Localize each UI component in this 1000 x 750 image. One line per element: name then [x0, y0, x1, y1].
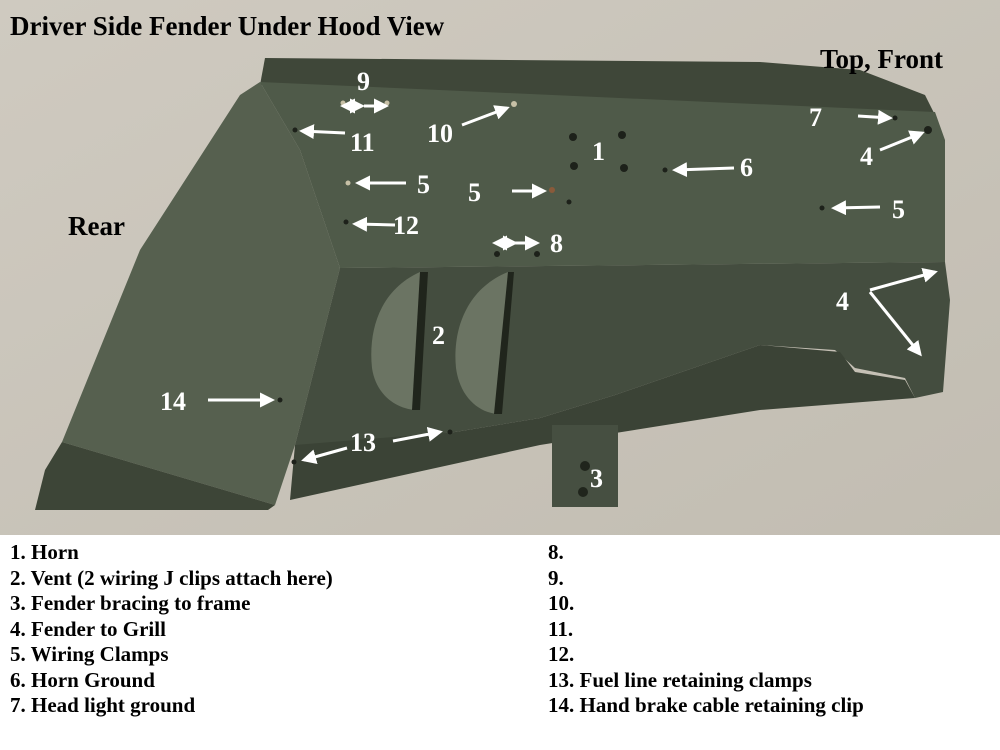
label-top-front: Top, Front	[820, 44, 943, 74]
callout-10: 10	[427, 119, 453, 148]
legend-item: 3. Fender bracing to frame	[10, 591, 251, 615]
legend-item: 14. Hand brake cable retaining clip	[548, 693, 864, 717]
callout-8: 8	[550, 229, 563, 258]
callout-11: 11	[350, 128, 375, 157]
label-rear: Rear	[68, 211, 125, 241]
legend-item: 7. Head light ground	[10, 693, 196, 717]
legend-item: 9.	[548, 565, 564, 590]
callout-arrows	[208, 98, 938, 464]
legend-item: 8.	[548, 540, 564, 564]
callout-7: 7	[809, 103, 822, 132]
legend-item: 6. Horn Ground	[10, 667, 155, 692]
fender-panel	[35, 58, 950, 510]
callout-5-center: 5	[468, 178, 481, 207]
callout-14: 14	[160, 387, 186, 416]
callout-4-top: 4	[860, 142, 873, 171]
callout-numbers: 9 10 11 1 6 7 4 5 5 5 12 8 4 2 14 13 3	[160, 67, 905, 493]
callout-5-left: 5	[417, 170, 430, 199]
callout-3: 3	[590, 464, 603, 493]
callout-2: 2	[432, 321, 445, 350]
callout-9: 9	[357, 67, 370, 96]
callout-12: 12	[393, 211, 419, 240]
legend-item: 11.	[548, 616, 574, 641]
legend-item: 2. Vent (2 wiring J clips attach here)	[10, 565, 333, 590]
legend-item: 1. Horn	[10, 540, 79, 564]
fender-photo: Driver Side Fender Under Hood View Top, …	[0, 0, 1000, 535]
callout-6: 6	[740, 153, 753, 182]
mounting-holes	[277, 100, 932, 465]
legend-left-column: 1. Horn 2. Vent (2 wiring J clips attach…	[10, 540, 333, 719]
legend-item: 10.	[548, 591, 575, 615]
legend-item: 4. Fender to Grill	[10, 616, 166, 641]
vent-openings	[371, 272, 514, 414]
legend-right-column: 8. 9. 10. 11. 12. 13. Fuel line retainin…	[548, 540, 864, 719]
callout-4-bottom: 4	[836, 287, 849, 316]
callout-5-right: 5	[892, 195, 905, 224]
callout-13: 13	[350, 428, 376, 457]
legend-item: 12.	[548, 642, 575, 666]
image-title: Driver Side Fender Under Hood View	[10, 11, 445, 41]
legend-item: 5. Wiring Clamps	[10, 642, 169, 666]
callout-1: 1	[592, 137, 605, 166]
legend-item: 13. Fuel line retaining clamps	[548, 667, 812, 692]
